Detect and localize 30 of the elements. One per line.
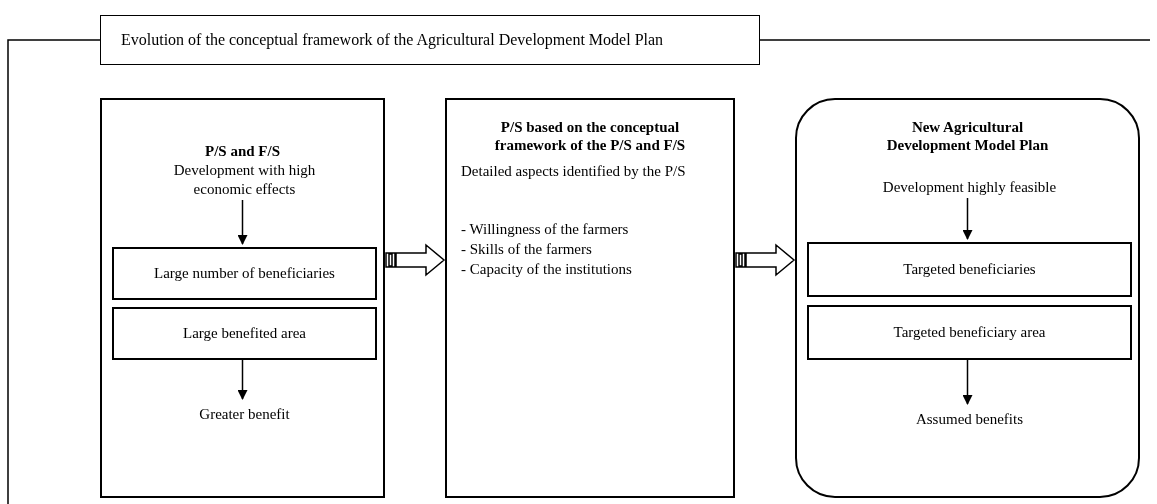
title-text: Evolution of the conceptual framework of the Agricultural Development Model Plan [121, 30, 664, 51]
bullet-text: - Capacity of the institutions [461, 260, 632, 279]
panel-heading: P/S and F/S [204, 142, 281, 160]
arrow [237, 357, 248, 400]
box-text: Targeted beneficiaries [903, 260, 1036, 280]
arrow [237, 199, 248, 245]
bullet-text: - Willingness of the farmers [461, 220, 629, 239]
arrow [962, 197, 973, 240]
text-label: Development highly feasible [807, 174, 1132, 200]
process-box [112, 307, 377, 360]
process-box [112, 247, 377, 300]
box-text: Large number of beneficiaries [154, 264, 335, 284]
panel-heading: P/S based on the conceptual framework of the P/S and F/S [493, 118, 687, 154]
block-arrow [385, 243, 446, 277]
arrow [962, 357, 973, 405]
title-box [100, 15, 760, 65]
block-arrow [735, 243, 796, 277]
description-text: Detailed aspects identified by the P/S [461, 162, 687, 181]
process-box [807, 242, 1132, 297]
text-label: Greater benefit [112, 402, 377, 427]
process-box [807, 305, 1132, 360]
panel-heading: New Agricultural Development Model Plan [885, 118, 1050, 154]
rounded-panel [795, 98, 1140, 498]
panel-box [100, 98, 385, 498]
panel-box [445, 98, 735, 498]
box-text: Large benefited area [183, 324, 306, 344]
bullet-text: - Skills of the farmers [461, 240, 592, 259]
text-label: Assumed benefits [807, 407, 1132, 432]
box-text: Targeted beneficiary area [893, 323, 1046, 343]
text-label: Development with high economic effects [147, 158, 342, 202]
